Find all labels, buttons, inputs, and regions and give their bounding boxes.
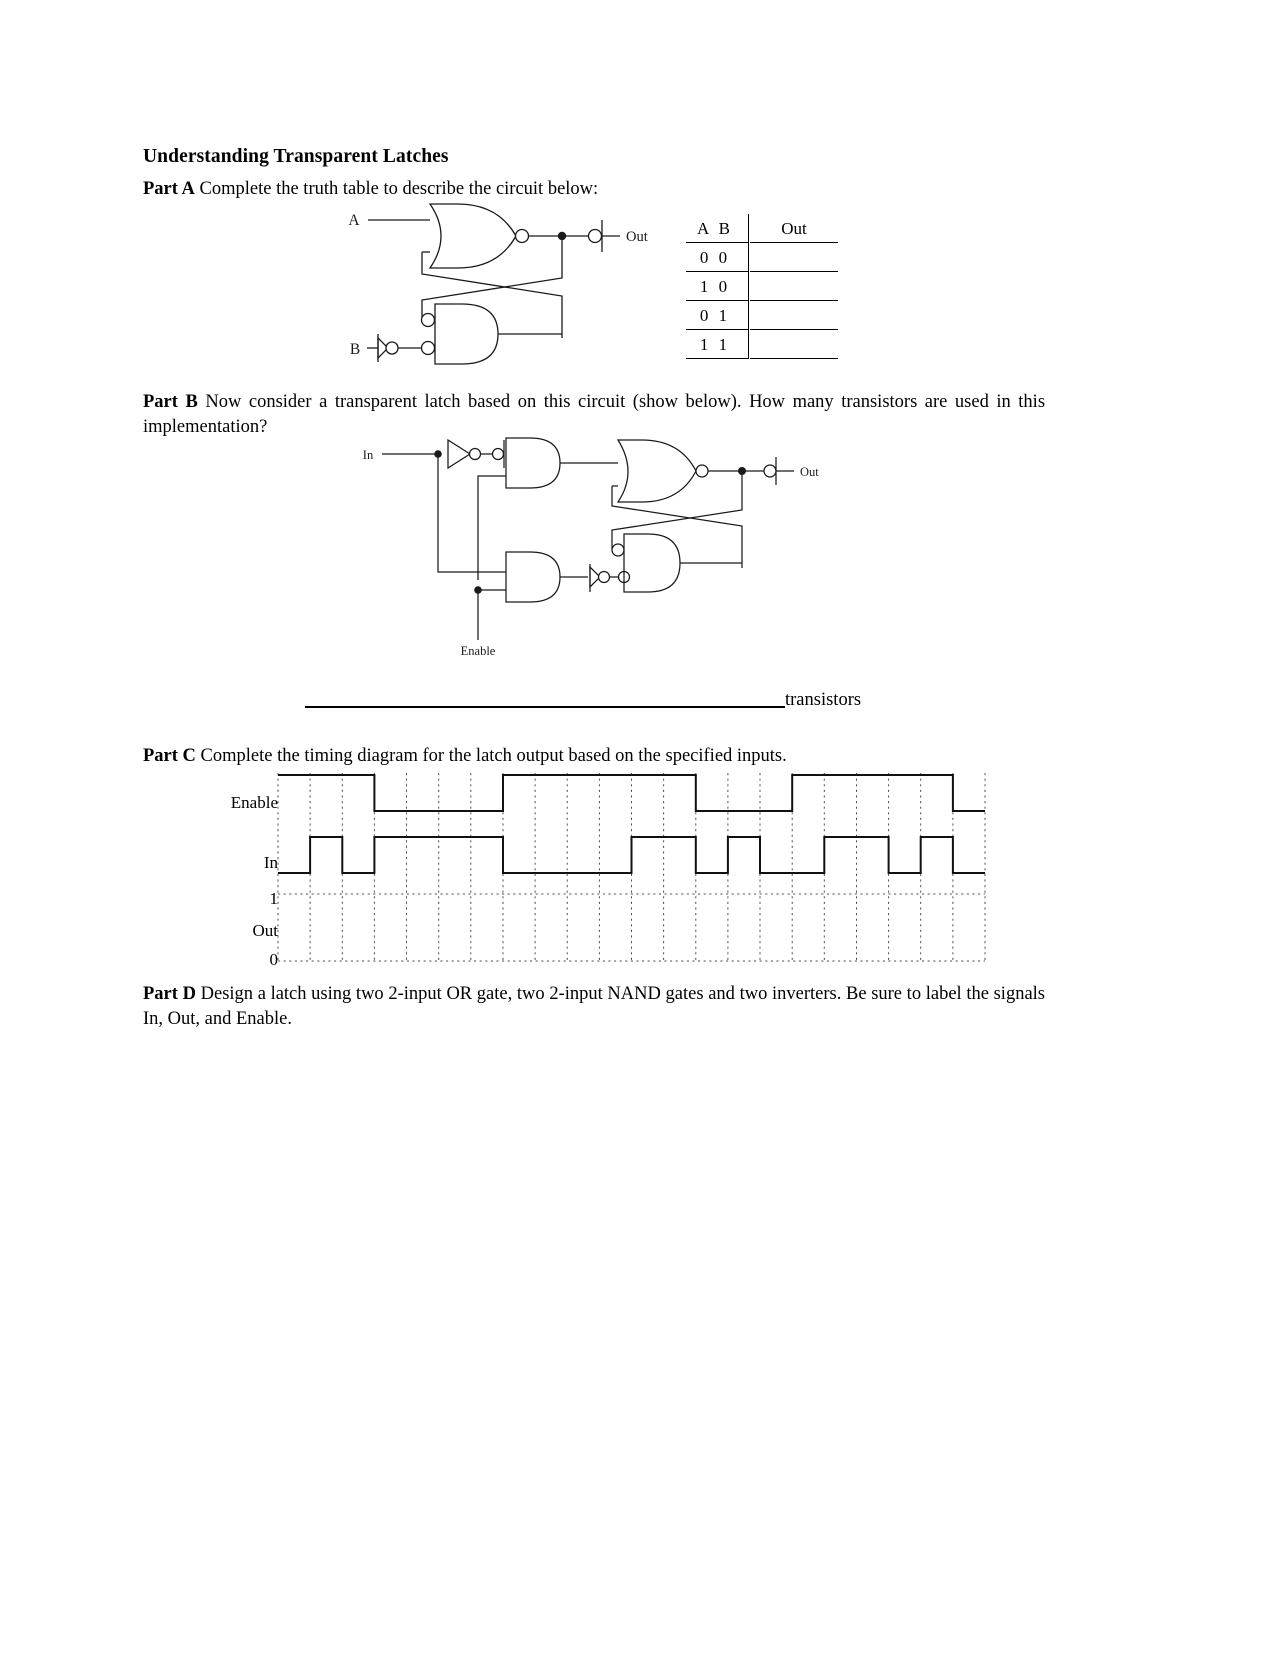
truth-row-inputs: 0 0 xyxy=(686,242,749,272)
transistors-label: transistors xyxy=(785,690,862,710)
label-output-a: Out xyxy=(626,229,648,245)
truth-row-inputs: 1 0 xyxy=(686,271,749,301)
and-gate-in1-bubble xyxy=(420,312,436,328)
table-row: 1 0 xyxy=(686,271,838,301)
timing-level-low: 0 xyxy=(269,950,279,969)
latch-and-gate-body xyxy=(623,533,681,593)
waveform-in xyxy=(278,836,985,874)
part-c-paragraph: Part C Complete the timing diagram for t… xyxy=(143,744,1043,769)
truth-table: A B Out 0 0 1 0 0 1 xyxy=(686,214,838,359)
wire-in-to-bottom-and xyxy=(437,454,506,573)
label-input-b: B xyxy=(350,341,360,358)
part-a-circuit-figure: A B Out xyxy=(330,196,680,376)
timing-label-enable: Enable xyxy=(230,793,278,812)
and-gate-body xyxy=(434,303,499,365)
label-out-b: Out xyxy=(800,465,819,479)
table-vertical-rule xyxy=(748,242,750,272)
table-vertical-rule xyxy=(748,300,750,330)
transistor-answer-blank[interactable]: transistors xyxy=(305,690,880,714)
part-b-paragraph: Part B Now consider a transparent latch … xyxy=(143,390,1045,440)
timing-label-out: Out xyxy=(252,921,279,940)
part-c-label: Part C xyxy=(143,746,196,766)
waveform-enable xyxy=(278,774,985,812)
feedback-wire-bottom-to-top xyxy=(421,252,563,338)
part-b-circuit-figure: In Enable Out xyxy=(350,432,850,662)
and-gate-in2-bubble xyxy=(420,340,436,356)
out-inverter-bubble xyxy=(763,464,777,478)
timing-diagram: Enable In Out 1 0 xyxy=(190,765,990,970)
part-a-paragraph: Part A Complete the truth table to descr… xyxy=(143,177,1043,202)
feedback-wire-top-to-bottom xyxy=(421,236,563,320)
table-row: 1 1 xyxy=(686,329,838,359)
b-inverter-bubble xyxy=(385,341,399,355)
part-d-text: Design a latch using two 2-input OR gate… xyxy=(143,984,1045,1029)
timing-horizontal-guides xyxy=(278,893,985,962)
nor-gate-top-bubble xyxy=(514,228,530,244)
table-vertical-rule xyxy=(748,271,750,301)
table-vertical-rule xyxy=(748,214,750,243)
part-c-text: Complete the timing diagram for the latc… xyxy=(200,746,787,766)
b-inverter-triangle xyxy=(377,336,389,360)
in-inverter-bubble xyxy=(468,447,482,461)
bottom-and-gate-body xyxy=(505,551,561,603)
table-vertical-rule xyxy=(748,329,750,359)
timing-level-high: 1 xyxy=(269,889,279,908)
top-and-gate-body xyxy=(505,437,561,489)
part-a-label: Part A xyxy=(143,179,195,199)
page-title: Understanding Transparent Latches xyxy=(143,146,449,167)
truth-row-output[interactable] xyxy=(750,329,838,359)
label-input-a: A xyxy=(348,212,360,229)
part-b-text: Now consider a transparent latch based o… xyxy=(143,392,1046,437)
part-d-paragraph: Part D Design a latch using two 2-input … xyxy=(143,982,1045,1032)
truth-row-output[interactable] xyxy=(750,242,838,272)
label-enable: Enable xyxy=(461,644,496,658)
feedback-wire-bottom-up xyxy=(611,486,743,568)
truth-row-output[interactable] xyxy=(750,271,838,301)
output-inverter-bubble xyxy=(587,228,603,244)
truth-row-inputs: 0 1 xyxy=(686,300,749,330)
nor-gate-bubble xyxy=(695,464,709,478)
table-header-row: A B Out xyxy=(686,214,838,243)
table-row: 0 0 xyxy=(686,242,838,272)
feedback-wire-top-down xyxy=(611,471,743,550)
bottom-nand-in1-bubble xyxy=(611,543,625,557)
mid-inverter-bubble xyxy=(597,570,611,584)
table-row: 0 1 xyxy=(686,300,838,330)
part-b-label: Part B xyxy=(143,392,198,412)
top-and-in1-bubble xyxy=(491,447,505,461)
mid-inverter-triangle xyxy=(589,565,601,589)
part-a-text: Complete the truth table to describe the… xyxy=(199,179,599,199)
label-in: In xyxy=(363,448,374,462)
timing-waveforms xyxy=(278,774,985,874)
truth-table-header-output: Out xyxy=(750,214,838,243)
timing-label-in: In xyxy=(263,853,278,872)
part-d-label: Part D xyxy=(143,984,196,1004)
answer-rule xyxy=(305,706,785,708)
nor-gate-top-body xyxy=(428,203,517,269)
wire-enable-to-top-and xyxy=(477,475,506,580)
truth-table-header-inputs: A B xyxy=(686,214,749,243)
nor-gate-body xyxy=(616,439,697,503)
in-inverter-triangle xyxy=(447,438,472,470)
truth-row-output[interactable] xyxy=(750,300,838,330)
truth-row-inputs: 1 1 xyxy=(686,329,749,359)
